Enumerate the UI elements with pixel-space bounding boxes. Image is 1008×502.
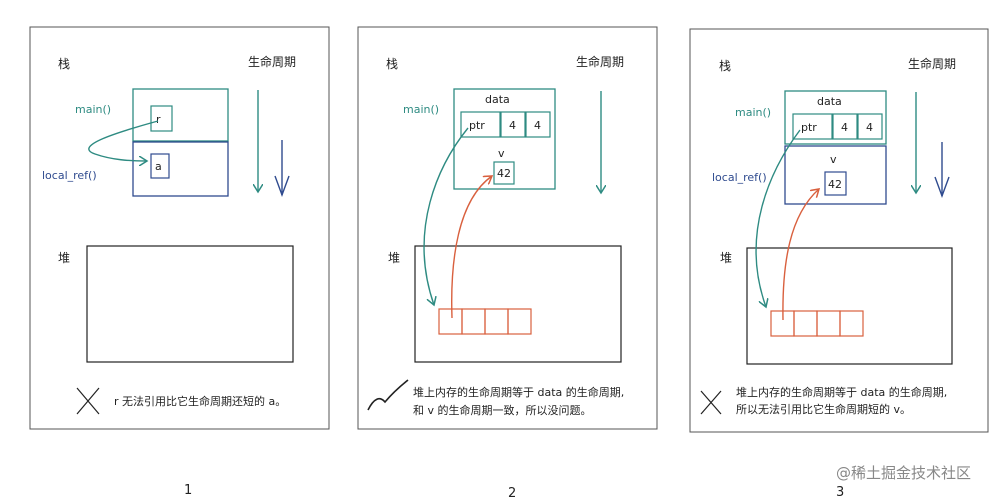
- panel-2-border: [357, 26, 658, 430]
- panel-1-local-lifetime-arrowhead: [274, 175, 290, 198]
- panel-3-cell-len-label: 4: [841, 121, 848, 134]
- panel-1-var-a: [150, 153, 170, 179]
- panel-2-number: 2: [508, 486, 516, 501]
- panel-2-lifetime-label: 生命周期: [576, 54, 624, 69]
- panel-3: 栈 生命周期 main() data ptr 4 4 local_ref() v…: [689, 28, 989, 500]
- panel-3-heap-label: 堆: [720, 251, 732, 265]
- panel-2-heap-label: 堆: [388, 251, 400, 265]
- panel-1-lifetime-label: 生命周期: [248, 54, 296, 69]
- panel-2-ptr-arrow: [423, 127, 469, 305]
- panel-3-main-frame: [784, 90, 887, 145]
- panel-3-v-box: [824, 171, 847, 196]
- panel-1-heap-label: 堆: [58, 251, 70, 265]
- panel-1-border: [29, 26, 330, 430]
- panel-1-main-label: main(): [75, 103, 111, 116]
- panel-2-v-label: v: [498, 147, 505, 160]
- panel-2-heap-cell-1: [461, 308, 486, 335]
- panel-3-local-ref-frame: [784, 145, 887, 205]
- panel-2-cell-ptr-label: ptr: [469, 119, 485, 132]
- panel-3-cell-cap-label: 4: [866, 121, 873, 134]
- panel-2-cell-len-label: 4: [509, 119, 516, 132]
- panel-2-cell-cap-label: 4: [534, 119, 541, 132]
- panel-1-caption-line-1: r 无法引用比它生命周期还短的 a。: [114, 394, 286, 408]
- panel-3-v-label: v: [830, 153, 837, 166]
- panel-2-cell-ptr: [460, 111, 501, 138]
- panel-2-v-value: 42: [497, 167, 511, 180]
- panel-1-heap-box: [86, 245, 294, 363]
- panel-1-cross-icon: [76, 387, 100, 415]
- panel-2-heap-cell-2: [484, 308, 509, 335]
- panel-2-heap-cell-0: [438, 308, 463, 335]
- panel-3-cell-ptr-label: ptr: [801, 121, 817, 134]
- panel-1-number: 1: [184, 483, 192, 498]
- panel-3-cell-len: [832, 113, 858, 140]
- panel-3-data-title: data: [817, 95, 842, 108]
- panel-1-var-r: [150, 105, 173, 132]
- panel-3-main-label: main(): [735, 106, 771, 119]
- panel-3-heap-ref-arrow: [782, 189, 819, 321]
- panel-3-heap-cell-1: [793, 310, 818, 337]
- panel-3-local-lifetime-arrowhead: [934, 176, 950, 199]
- watermark-text: @稀土掘金技术社区: [836, 464, 971, 482]
- panel-3-v-value: 42: [828, 178, 842, 191]
- panel-3-heap-cell-2: [816, 310, 841, 337]
- panel-2-main-frame: [453, 88, 556, 190]
- panel-3-number: 3: [836, 485, 844, 500]
- panel-1-var-r-label: r: [156, 113, 161, 126]
- panel-2-caption-line-2: 和 v 的生命周期一致，所以没问题。: [413, 403, 592, 417]
- panel-3-stack-label: 栈: [719, 58, 731, 73]
- panel-2-main-label: main(): [403, 103, 439, 116]
- panel-2-heap-ref-arrow: [451, 176, 492, 319]
- panel-2-caption-line-1: 堆上内存的生命周期等于 data 的生命周期,: [413, 385, 624, 399]
- panel-3-lifetime-label: 生命周期: [908, 56, 956, 71]
- panel-2-heap-cell-3: [507, 308, 532, 335]
- panel-3-border: [689, 28, 989, 433]
- panel-2-stack-label: 栈: [386, 56, 398, 71]
- panel-2-cell-cap: [525, 111, 551, 138]
- panel-2-cell-len: [500, 111, 526, 138]
- panel-1-local-ref-label: local_ref(): [42, 169, 97, 182]
- panel-3-heap-cell-3: [839, 310, 864, 337]
- panel-1-stack-label: 栈: [58, 56, 70, 71]
- panel-3-caption-line-1: 堆上内存的生命周期等于 data 的生命周期,: [736, 385, 947, 399]
- panel-1-main-frame: [132, 88, 229, 142]
- panel-1: 栈 生命周期 main() r local_ref() a 堆 r 无法引用比它…: [29, 26, 330, 498]
- panel-2-heap-box: [414, 245, 622, 363]
- panel-3-local-ref-label: local_ref(): [712, 171, 767, 184]
- panel-2-check-icon: [367, 379, 409, 411]
- panel-3-heap-box: [746, 247, 953, 365]
- panel-2-v-box: [493, 161, 515, 185]
- panel-3-cross-icon: [700, 390, 722, 415]
- panel-1-ref-arrow: [88, 120, 159, 161]
- panel-3-caption-line-2: 所以无法引用比它生命周期短的 v。: [736, 402, 911, 416]
- panel-3-cell-ptr: [792, 113, 833, 140]
- panel-1-var-a-label: a: [155, 160, 162, 173]
- panel-2: 栈 生命周期 main() data ptr 4 4 v 42 堆 堆上内存的生…: [357, 26, 658, 501]
- panel-3-cell-cap: [857, 113, 883, 140]
- panel-2-data-title: data: [485, 93, 510, 106]
- panel-1-local-ref-frame: [132, 141, 229, 197]
- panel-3-ptr-arrow: [755, 129, 801, 307]
